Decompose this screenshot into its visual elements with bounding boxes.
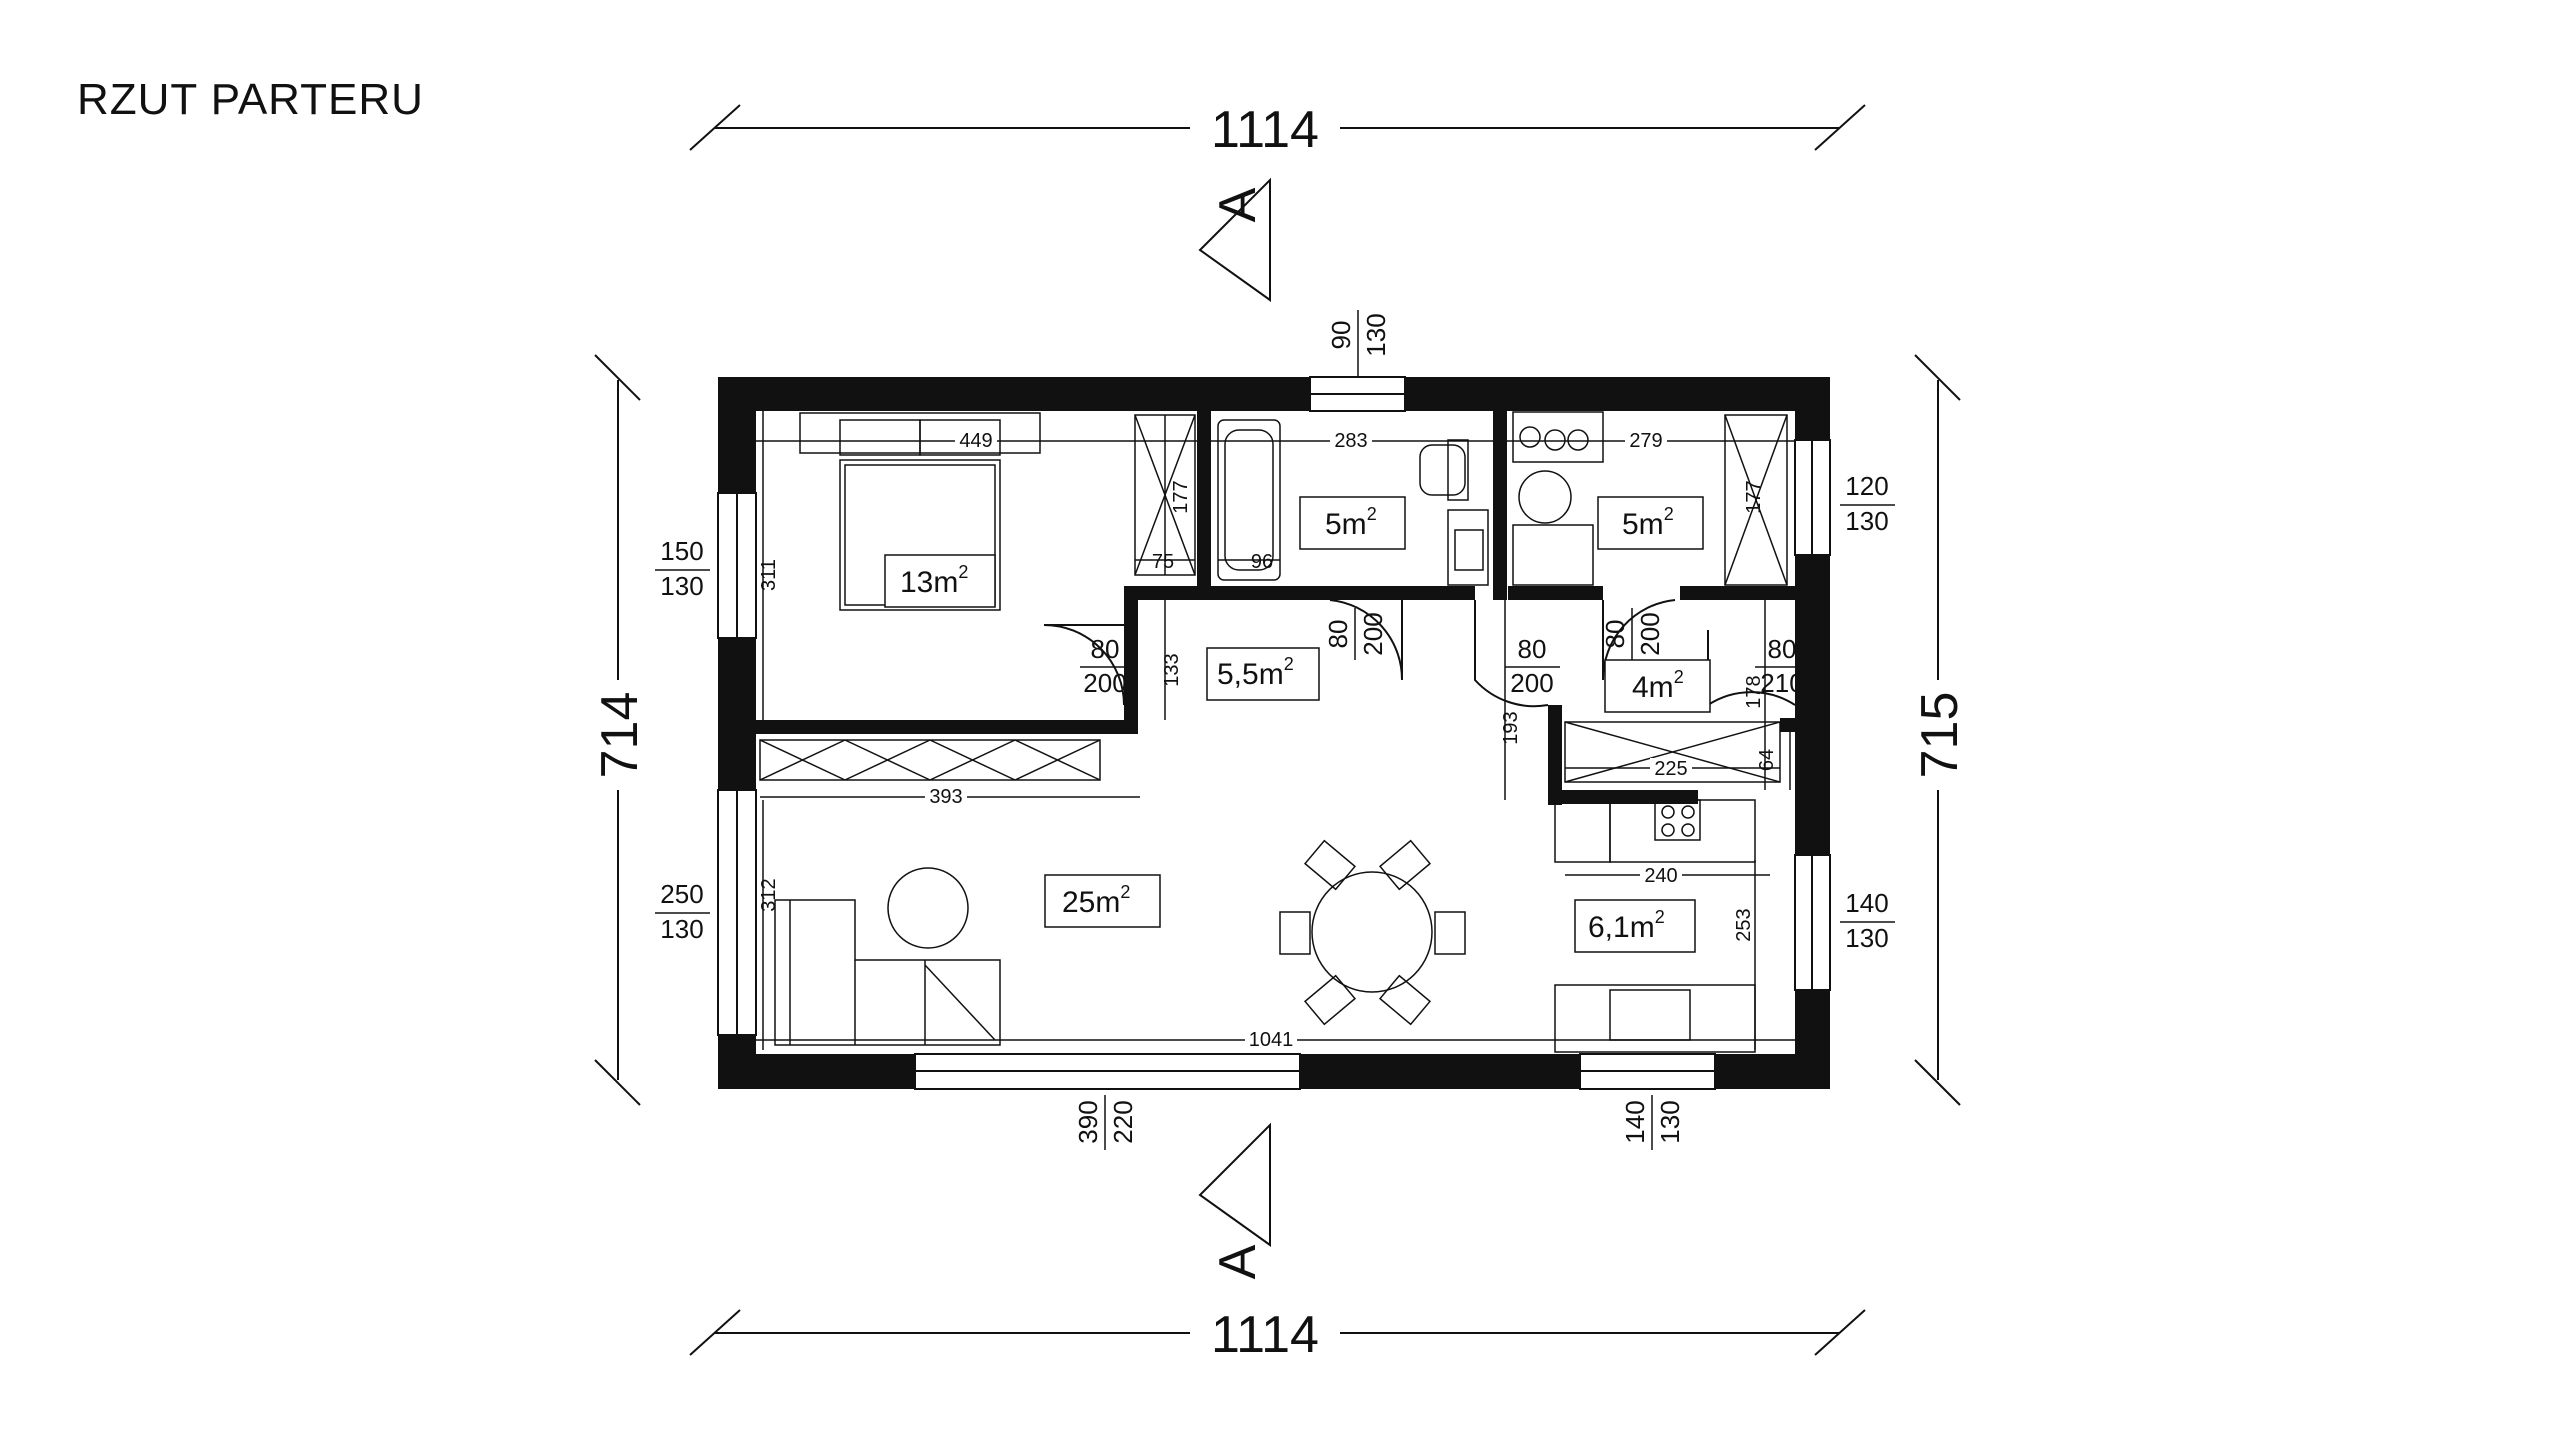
terrace-door-height: 220 xyxy=(1108,1100,1138,1143)
section-label-bottom: A xyxy=(1209,1244,1267,1279)
utility-door-width: 80 xyxy=(1600,620,1630,649)
room-area-living-exp: 2 xyxy=(1120,882,1130,902)
windows xyxy=(717,376,1831,1090)
svg-text:4m2: 4m2 xyxy=(1632,667,1684,704)
overall-height-right: 715 xyxy=(1911,692,1969,779)
section-marker-top: A xyxy=(1198,177,1271,302)
dim-wardrobe-height: 177 xyxy=(1170,480,1192,513)
room-area-closet-exp: 2 xyxy=(1674,667,1684,687)
entrance-door-width: 80 xyxy=(1768,634,1797,664)
dim-kitchen-height: 253 xyxy=(1733,908,1755,941)
dim-closet-width: 225 xyxy=(1654,758,1687,780)
dim-wardrobe-depth: 75 xyxy=(1152,551,1174,573)
room-area-utility: 5m xyxy=(1622,508,1664,541)
room-area-closet: 4m xyxy=(1632,671,1674,704)
svg-text:5m2: 5m2 xyxy=(1622,504,1674,541)
svg-text:5,5m2: 5,5m2 xyxy=(1217,654,1294,691)
drawing-title: RZUT PARTERU xyxy=(77,75,424,124)
living-window-width: 250 xyxy=(660,879,703,909)
room-area-utility-exp: 2 xyxy=(1664,504,1674,524)
hall-door-height: 200 xyxy=(1510,668,1553,698)
room-area-kitchen: 6,1m xyxy=(1588,911,1655,944)
room-area-kitchen-exp: 2 xyxy=(1655,907,1665,927)
room-label-kitchen: 6,1m2 xyxy=(1574,899,1696,953)
dim-utility-width: 279 xyxy=(1629,430,1662,452)
dim-bedroom-height: 311 xyxy=(758,559,780,591)
living-window-height: 130 xyxy=(660,914,703,944)
section-marker-bottom: A xyxy=(1198,1122,1271,1279)
walls xyxy=(718,377,1830,1089)
bedroom-window-height: 130 xyxy=(660,571,703,601)
kitchen-bottom-window-width: 140 xyxy=(1620,1100,1650,1143)
overall-height-left: 714 xyxy=(591,692,649,779)
room-label-bedroom: 13m2 xyxy=(884,554,996,608)
kitchen-bottom-window-height: 130 xyxy=(1655,1100,1685,1143)
bathroom-door-width: 80 xyxy=(1323,620,1353,649)
room-area-bathroom: 5m xyxy=(1325,508,1367,541)
bedroom-door-width: 80 xyxy=(1091,634,1120,664)
utility-window-height: 130 xyxy=(1845,506,1888,536)
section-label-top: A xyxy=(1209,187,1267,222)
dim-bottom-length: 1041 xyxy=(1249,1029,1294,1051)
svg-text:5m2: 5m2 xyxy=(1325,504,1377,541)
terrace-door-width: 390 xyxy=(1073,1100,1103,1143)
bathroom-door-height: 200 xyxy=(1358,612,1388,655)
dim-hall-height: 193 xyxy=(1500,711,1522,744)
bathroom-window-height: 130 xyxy=(1361,313,1391,356)
utility-door-height: 200 xyxy=(1635,612,1665,655)
svg-text:13m2: 13m2 xyxy=(900,562,968,599)
room-area-hall-exp: 2 xyxy=(1284,654,1294,674)
dim-living-cabinet: 393 xyxy=(929,786,962,808)
dim-bath-width: 96 xyxy=(1251,551,1273,573)
kitchen-window-width: 140 xyxy=(1845,888,1888,918)
door-swings xyxy=(1043,599,1796,708)
dim-hall-depth: 133 xyxy=(1161,653,1183,686)
overall-width-top: 1114 xyxy=(1211,101,1319,159)
room-area-bathroom-exp: 2 xyxy=(1367,504,1377,524)
room-label-utility: 5m2 xyxy=(1597,496,1704,550)
dim-living-height: 312 xyxy=(758,878,780,911)
room-area-hall: 5,5m xyxy=(1217,658,1284,691)
room-label-living: 25m2 xyxy=(1044,874,1161,928)
dim-bathroom-width: 283 xyxy=(1334,430,1367,452)
hall-door-width: 80 xyxy=(1518,634,1547,664)
kitchen-window-height: 130 xyxy=(1845,923,1888,953)
entrance-door-height: 210 xyxy=(1760,668,1803,698)
utility-window-width: 120 xyxy=(1845,471,1888,501)
interior-dimension-labels: 449 283 279 311 177 75 96 177 133 193 17… xyxy=(758,430,1778,1051)
dim-closet-small: 64 xyxy=(1756,749,1778,771)
svg-text:25m2: 25m2 xyxy=(1062,882,1130,919)
dim-closet-depth: 178 xyxy=(1743,675,1765,708)
room-area-bedroom: 13m xyxy=(900,566,958,599)
opening-labels: 90 130 120 130 150 130 250 130 140 130 3… xyxy=(655,310,1895,1150)
bathroom-window-width: 90 xyxy=(1326,321,1356,350)
dim-kitchen-width: 240 xyxy=(1644,865,1677,887)
bedroom-window-width: 150 xyxy=(660,536,703,566)
room-label-bathroom: 5m2 xyxy=(1299,496,1406,550)
room-area-living: 25m xyxy=(1062,886,1120,919)
room-label-hall: 5,5m2 xyxy=(1206,647,1320,701)
dim-utility-cabinet: 177 xyxy=(1743,480,1765,513)
room-area-bedroom-exp: 2 xyxy=(958,562,968,582)
room-label-closet: 4m2 xyxy=(1604,659,1711,713)
bedroom-door-height: 200 xyxy=(1083,668,1126,698)
dim-bedroom-width: 449 xyxy=(959,430,992,452)
svg-text:6,1m2: 6,1m2 xyxy=(1588,907,1665,944)
overall-width-bottom: 1114 xyxy=(1211,1306,1319,1364)
